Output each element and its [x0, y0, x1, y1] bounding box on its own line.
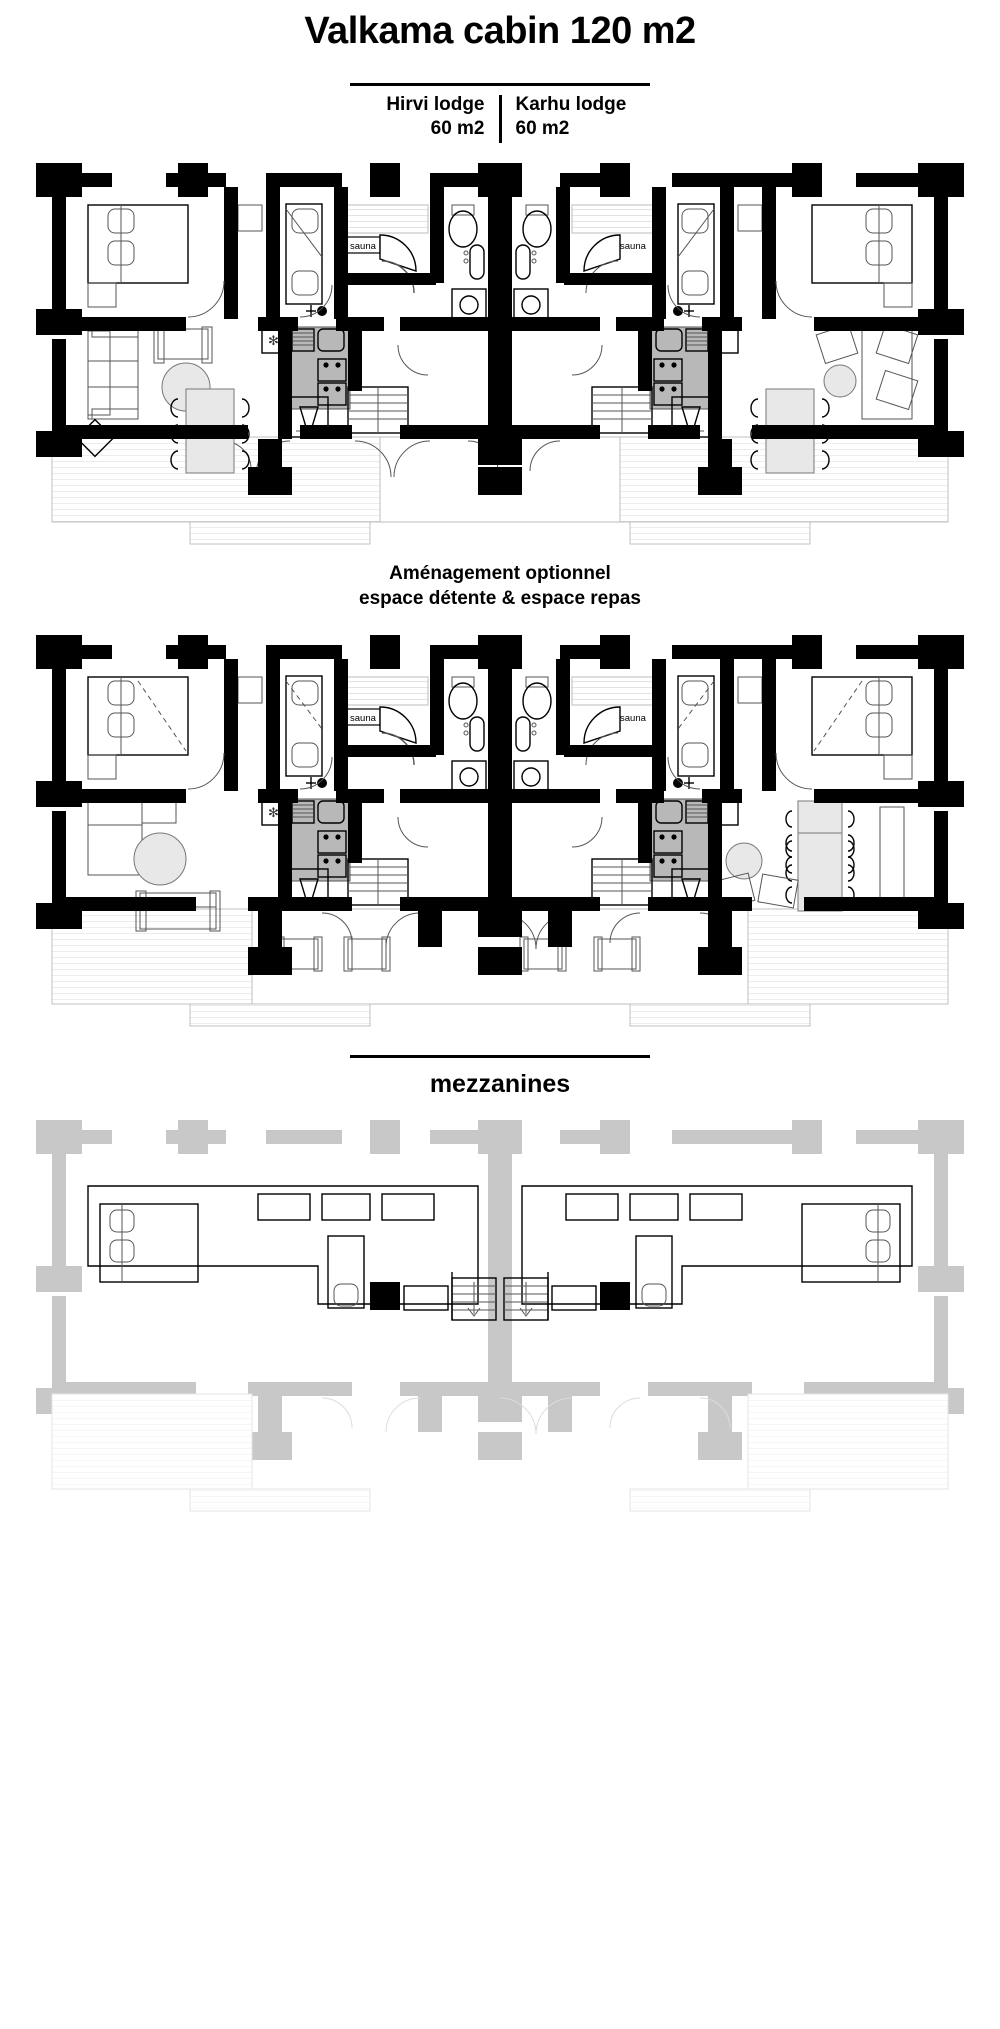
sauna-label-left: sauna: [350, 241, 377, 252]
stairs-left: [347, 386, 409, 434]
right-unit-mirror-2: [513, 675, 913, 910]
faded-terrace: [51, 1393, 949, 1512]
interior-door-arcs-1: [187, 280, 813, 376]
lodge-right-area: 60 m2: [515, 118, 570, 139]
caption-mezzanines: mezzanines: [429, 1070, 571, 1098]
plan-3-svg: [36, 1120, 964, 1512]
lodge-legend: Hirvi lodge 60 m2 Karhu lodge 60 m2: [0, 93, 1000, 143]
walls-plan-1: [36, 163, 964, 495]
plan-ground-floor-standard: sauna: [0, 149, 1000, 569]
mezzanine-right: [503, 1185, 913, 1321]
left-kitchen: ✻: [261, 326, 351, 410]
lodge-left-name: Hirvi lodge: [386, 94, 485, 115]
lodge-left-area: 60 m2: [430, 118, 485, 139]
caption-optional-line2: espace détente & espace repas: [359, 588, 641, 609]
sauna-label-left-2: sauna: [350, 713, 377, 724]
lodge-divider: [498, 95, 502, 143]
left-shower-2: [379, 706, 417, 766]
page-title: Valkama cabin 120 m2: [304, 10, 696, 52]
mezzanine-left: [87, 1185, 497, 1321]
title-divider-rule: [350, 83, 650, 86]
left-shower: [379, 234, 417, 294]
lodge-left: Hirvi lodge 60 m2: [339, 93, 499, 141]
lodge-right: Karhu lodge 60 m2: [502, 93, 662, 141]
faded-ground-floor-walls: [36, 1120, 964, 1460]
svg-text:✻: ✻: [268, 805, 279, 820]
plan-mezzanines: [0, 1106, 1000, 1536]
svg-text:✻: ✻: [268, 333, 279, 348]
plan-2-svg: sauna ✻: [36, 635, 964, 1027]
stairs-left-2: [347, 858, 409, 906]
sauna-label-right-2: sauna: [620, 713, 647, 724]
walls-plan-2: [36, 635, 964, 975]
plan-1-svg: sauna: [36, 163, 964, 545]
lodge-right-name: Karhu lodge: [515, 94, 627, 115]
left-bedroom-furniture-2: [87, 676, 189, 780]
interior-door-arcs-2: [187, 752, 813, 848]
caption-optional-layout: Aménagement optionnel espace détente & e…: [0, 561, 1000, 611]
left-bedroom-furniture: [87, 204, 189, 308]
caption-optional-line1: Aménagement optionnel: [389, 563, 611, 584]
left-bunk-furniture-2: [237, 675, 323, 777]
faded-door-arcs: [321, 1397, 731, 1435]
sauna-label-right: sauna: [620, 241, 647, 252]
mezzanines-divider-rule: [350, 1055, 650, 1058]
plan-ground-floor-optional: sauna ✻: [0, 621, 1000, 1051]
right-lounge-chairs: [815, 323, 919, 411]
left-kitchen-2: ✻: [261, 798, 351, 882]
